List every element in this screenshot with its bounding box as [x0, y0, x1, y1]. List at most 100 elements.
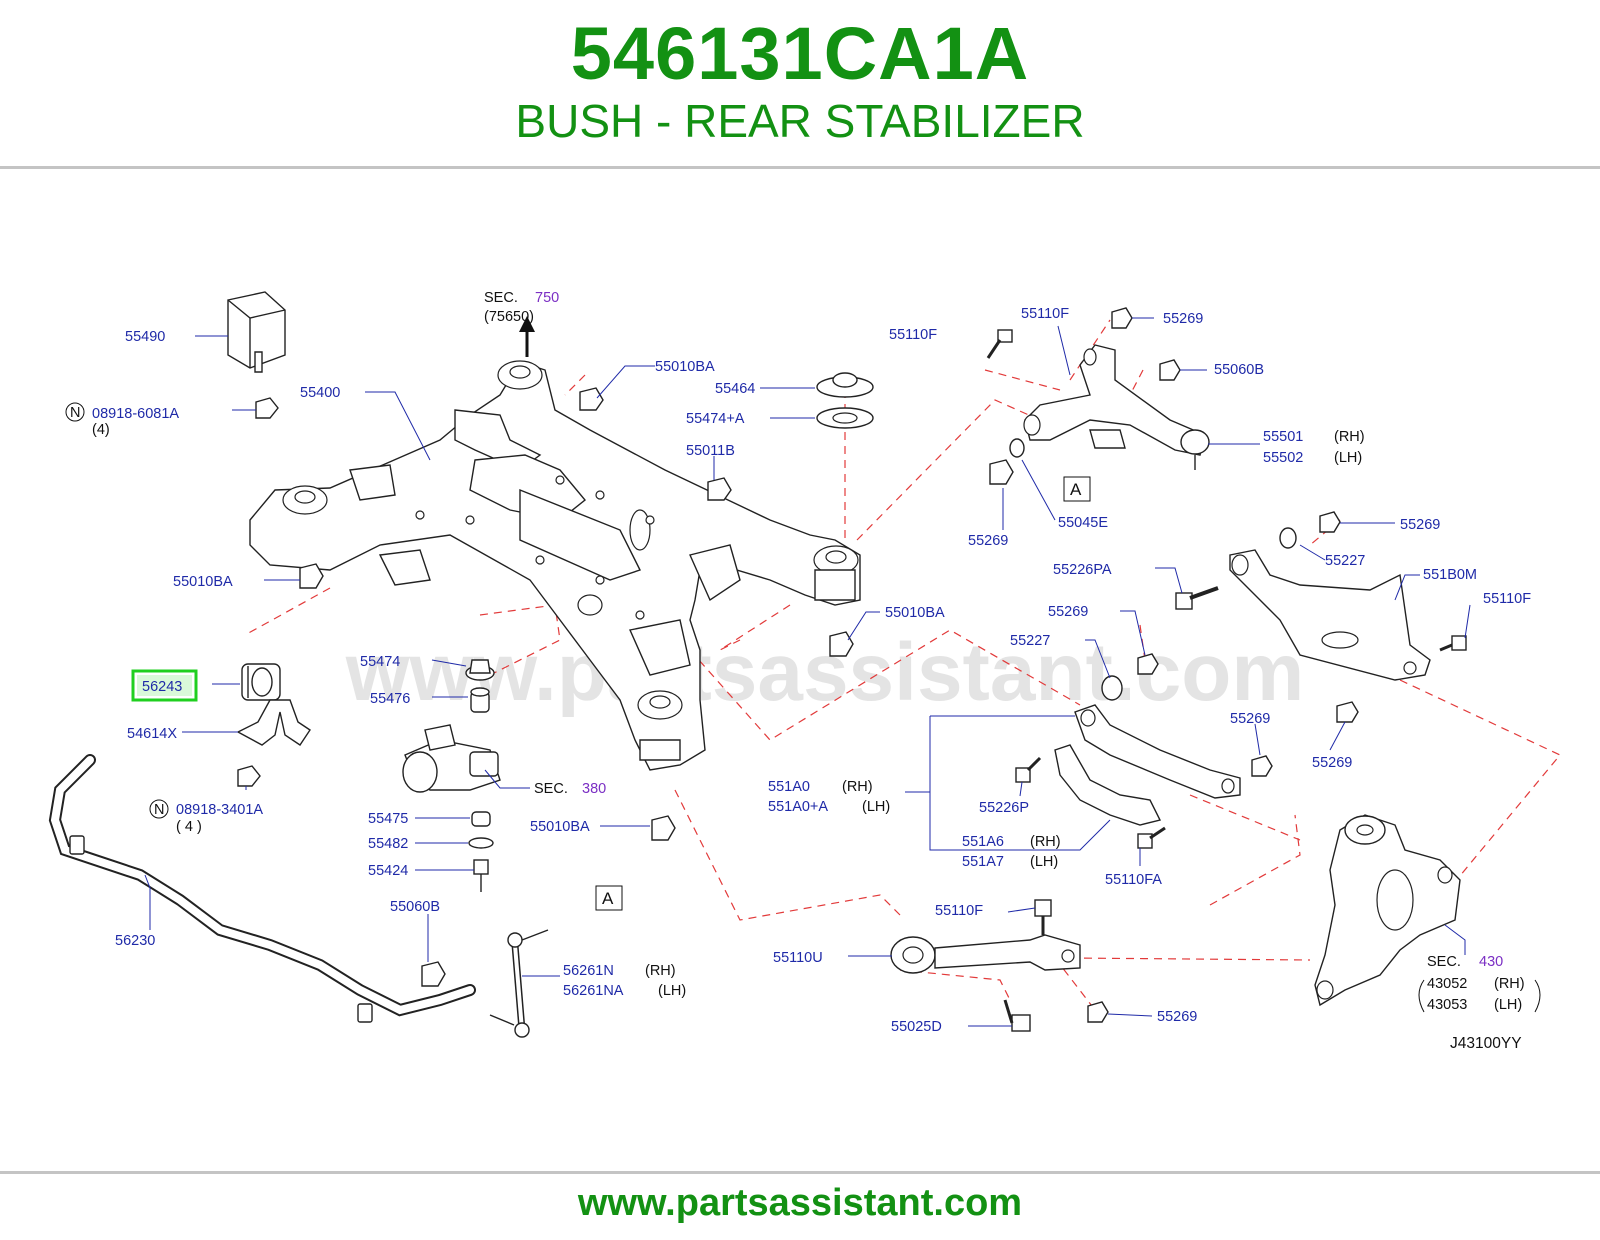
nut-55011B[interactable] [707, 477, 732, 501]
part-55490-mount[interactable] [227, 291, 286, 373]
lower-link-551B0M[interactable] [1229, 549, 1431, 681]
label-55010BA-b[interactable]: 55010BA [173, 574, 233, 590]
label-55045E[interactable]: 55045E [1058, 515, 1108, 531]
label-08918-3401A[interactable]: 08918-3401A [176, 802, 263, 818]
label-55025D[interactable]: 55025D [891, 1019, 942, 1035]
label-55227-b[interactable]: 55227 [1010, 633, 1050, 649]
nut-55010BA-d[interactable] [651, 815, 676, 841]
part-55475[interactable] [471, 811, 491, 827]
label-55269-d[interactable]: 55269 [1048, 604, 1088, 620]
label-55110FA[interactable]: 55110FA [1105, 872, 1162, 888]
bolt-55025D[interactable] [1003, 999, 1031, 1032]
label-55474[interactable]: 55474 [360, 654, 400, 670]
nut-55010BA-c[interactable] [829, 631, 854, 657]
label-sec-750-num[interactable]: 750 [535, 290, 559, 306]
label-55482[interactable]: 55482 [368, 836, 408, 852]
bolt-55226PA[interactable] [1175, 586, 1219, 610]
nut-55269-e[interactable] [1251, 755, 1273, 777]
nut-55269-d[interactable] [1319, 511, 1341, 533]
label-55010BA-a[interactable]: 55010BA [655, 359, 715, 375]
label-55269-a[interactable]: 55269 [1163, 311, 1203, 327]
nut-55269-a[interactable] [1111, 307, 1133, 329]
label-55269-f[interactable]: 55269 [1312, 755, 1352, 771]
label-55226PA[interactable]: 55226PA [1053, 562, 1112, 578]
label-55464[interactable]: 55464 [715, 381, 755, 397]
label-55110F-c[interactable]: 55110F [1483, 591, 1531, 607]
lower-link-551A0[interactable] [1074, 704, 1241, 799]
nut-55269-f[interactable] [1336, 701, 1359, 723]
nut-55010BA-b[interactable] [299, 563, 324, 589]
bolt-55424[interactable] [473, 859, 489, 892]
label-sec-380-num[interactable]: 380 [582, 781, 606, 797]
nut-55269-c[interactable] [1137, 653, 1159, 675]
label-55060B-a[interactable]: 55060B [390, 899, 440, 915]
bolt-55110F-c[interactable] [1439, 635, 1467, 652]
stabilizer-link-56261N[interactable] [489, 929, 549, 1038]
bolt-55110F-a[interactable] [986, 329, 1013, 359]
label-sec-430-num[interactable]: 430 [1479, 954, 1503, 970]
nut-55269-b[interactable] [989, 459, 1014, 485]
label-55269-e[interactable]: 55269 [1230, 711, 1270, 727]
part-55482[interactable] [468, 837, 494, 849]
label-55226P[interactable]: 55226P [979, 800, 1029, 816]
upper-link-55501[interactable] [1023, 344, 1210, 470]
label-55269-b[interactable]: 55269 [968, 533, 1008, 549]
label-55269-c[interactable]: 55269 [1400, 517, 1440, 533]
bolt-55110FA[interactable] [1137, 826, 1166, 849]
label-55110U[interactable]: 55110U [773, 950, 823, 966]
stabilizer-bar-56230[interactable] [48, 754, 476, 1023]
nut-55269-g[interactable] [1087, 1001, 1109, 1023]
bracket-54614X[interactable] [236, 699, 311, 746]
label-56261N[interactable]: 56261N [563, 963, 614, 979]
part-55474A-washer[interactable] [816, 407, 874, 429]
washer-55045E[interactable] [1009, 438, 1025, 458]
part-55474[interactable] [465, 659, 495, 681]
lateral-link-55110U[interactable] [890, 934, 1081, 974]
label-55011B[interactable]: 55011B [686, 443, 735, 459]
label-55424[interactable]: 55424 [368, 863, 408, 879]
part-55464-washer[interactable] [816, 372, 874, 398]
link-551A6[interactable] [1054, 744, 1162, 826]
nut-08918-6081A[interactable] [255, 397, 279, 419]
label-55475[interactable]: 55475 [368, 811, 408, 827]
label-55502[interactable]: 55502 [1263, 450, 1303, 466]
bolt-55110F-d[interactable] [1034, 899, 1052, 935]
label-55060B-b[interactable]: 55060B [1214, 362, 1264, 378]
label-56230[interactable]: 56230 [115, 933, 155, 949]
label-43053[interactable]: 43053 [1427, 997, 1467, 1013]
part-55476[interactable] [470, 687, 490, 713]
label-55269-g[interactable]: 55269 [1157, 1009, 1197, 1025]
label-55110F-d[interactable]: 55110F [935, 903, 983, 919]
footer-url[interactable]: www.partsassistant.com [577, 1182, 1023, 1224]
washer-55227-a[interactable] [1279, 527, 1297, 549]
label-56243[interactable]: 56243 [142, 679, 182, 695]
label-55400[interactable]: 55400 [300, 385, 340, 401]
label-551A0[interactable]: 551A0 [768, 779, 810, 795]
label-43052[interactable]: 43052 [1427, 976, 1467, 992]
label-55501[interactable]: 55501 [1263, 429, 1303, 445]
label-551B0M[interactable]: 551B0M [1423, 567, 1477, 583]
nut-55060B-b[interactable] [1159, 359, 1181, 381]
label-55110F-a[interactable]: 55110F [1021, 306, 1069, 322]
label-56261NA[interactable]: 56261NA [563, 983, 624, 999]
differential-mount[interactable] [402, 724, 501, 793]
label-55110F-b[interactable]: 55110F [889, 327, 937, 343]
bolt-55226P[interactable] [1015, 756, 1042, 783]
nut-55060B-a[interactable] [421, 961, 446, 987]
label-551A6[interactable]: 551A6 [962, 834, 1004, 850]
label-55227-a[interactable]: 55227 [1325, 553, 1365, 569]
rear-subframe-55400[interactable] [249, 360, 861, 771]
label-54614X[interactable]: 54614X [127, 726, 177, 742]
label-55490[interactable]: 55490 [125, 329, 165, 345]
label-55474A[interactable]: 55474+A [686, 411, 745, 427]
label-551A7[interactable]: 551A7 [962, 854, 1004, 870]
label-55010BA-d[interactable]: 55010BA [530, 819, 590, 835]
nut-55010BA-a[interactable] [579, 387, 604, 411]
label-08918-6081A[interactable]: 08918-6081A [92, 406, 179, 422]
label-55476[interactable]: 55476 [370, 691, 410, 707]
knuckle-43052[interactable] [1314, 814, 1461, 1007]
label-551A0A[interactable]: 551A0+A [768, 799, 828, 815]
nut-08918-3401A[interactable] [237, 765, 261, 787]
label-55010BA-c[interactable]: 55010BA [885, 605, 945, 621]
washer-55227-b[interactable] [1101, 675, 1123, 701]
